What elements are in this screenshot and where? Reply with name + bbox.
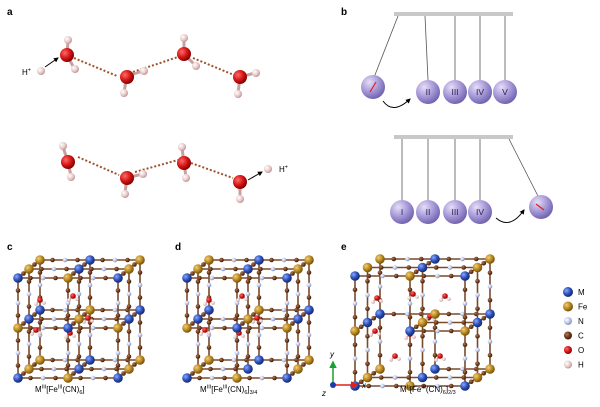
cradle-top-ball-4: IV <box>476 87 484 97</box>
cradle-top-ball-5: V <box>502 87 508 97</box>
cradle-top-ball-2: II <box>426 87 431 97</box>
proton-label-bottom: H+ <box>279 165 288 175</box>
water-chain-diagram: H+ H+ <box>22 34 288 203</box>
axis-z-label: z <box>321 389 326 398</box>
lattice-d <box>182 255 314 383</box>
newtons-cradle-diagram: II III IV V I II III IV <box>361 12 553 224</box>
legend-swatch-o <box>564 346 572 354</box>
incoming-proton <box>37 67 45 75</box>
axes-indicator: y x z <box>321 350 367 398</box>
panel-label-c: c <box>7 242 13 253</box>
caption-c: MIII[FeIII(CN)6] <box>35 385 85 397</box>
cradle-bottom-ball-2: II <box>426 207 431 217</box>
panel-label-e: e <box>341 242 347 253</box>
caption-e: MII[FeIII(CN)6]2/3 <box>400 385 456 397</box>
caption-d: MIII[FeIII(CN)6]3/4 <box>200 385 257 397</box>
legend-label-n: N <box>578 317 584 326</box>
cradle-bottom-ball-3: III <box>451 207 458 217</box>
legend-swatch-fe <box>563 301 573 312</box>
legend-swatch-h <box>564 360 572 369</box>
legend-label-fe: Fe <box>578 303 588 312</box>
outgoing-proton <box>264 165 272 173</box>
cradle-top-ball-3: III <box>451 87 458 97</box>
lattice-c <box>13 255 145 383</box>
lattice-e <box>350 254 495 391</box>
axis-y-label: y <box>329 350 335 359</box>
panel-label-b: b <box>341 7 347 18</box>
legend-swatch-n <box>564 317 572 325</box>
legend-label-o: O <box>578 346 584 355</box>
proton-label-top: H+ <box>22 68 31 78</box>
legend-label-m: M <box>578 288 585 297</box>
axis-x-label: x <box>361 381 367 390</box>
panel-label-a: a <box>7 7 13 18</box>
legend-swatch-c <box>564 331 572 340</box>
cradle-bottom-ball-4: IV <box>476 207 484 217</box>
panel-label-d: d <box>175 242 181 253</box>
legend-label-h: H <box>578 361 584 370</box>
legend-swatch-m <box>563 287 573 297</box>
legend-label-c: C <box>578 332 584 341</box>
cradle-bottom-ball-1: I <box>401 207 403 217</box>
